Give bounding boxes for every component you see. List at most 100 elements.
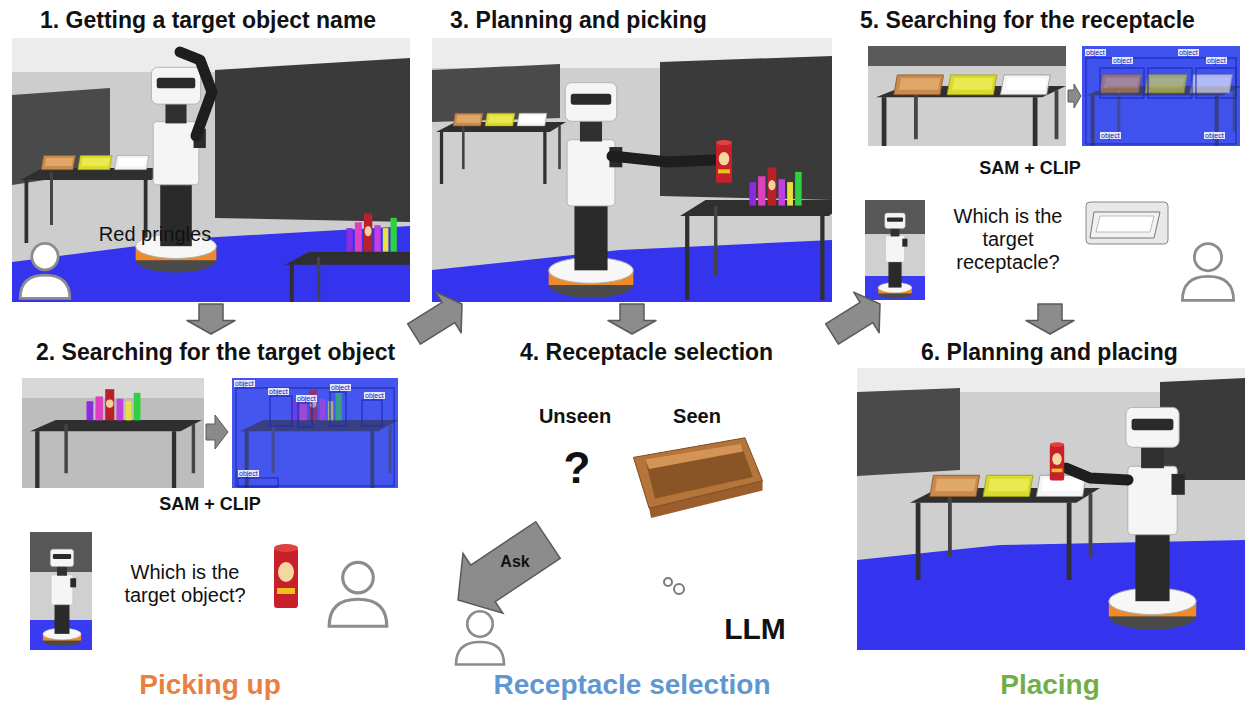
illustration-part	[215, 58, 410, 222]
illustration-part	[1086, 202, 1168, 244]
illustration-part	[274, 544, 298, 608]
flow-arrow	[408, 292, 462, 344]
illustration-part	[1148, 68, 1192, 98]
text-slot: SAM + CLIP	[970, 158, 1090, 180]
illustration-part	[664, 578, 672, 586]
illustration-part	[87, 389, 141, 420]
bubble-text: Which is the target receptacle?	[943, 205, 1073, 274]
step-panel: 6. Planning and placing	[852, 334, 1248, 656]
text-slot: Which is the target receptacle?	[933, 198, 1083, 281]
text-slot: Ask	[500, 552, 529, 571]
text-slot: 4. Receptacle selection	[520, 340, 820, 365]
step-heading: 3. Planning and picking	[450, 8, 820, 33]
text-slot: SAM + CLIP	[150, 494, 270, 516]
flow-arrow	[187, 304, 235, 334]
illustration-part	[749, 167, 801, 205]
illustration-part	[270, 396, 292, 426]
scene-searching-receptacle	[865, 46, 1242, 300]
text-slot: object	[1206, 57, 1227, 64]
illustration-part	[291, 389, 341, 420]
detection-label: object	[234, 380, 255, 387]
region-label: Placing	[900, 668, 1200, 702]
bubble-text: Red pringles	[99, 223, 211, 246]
node-outline	[425, 325, 840, 711]
illustration-part	[41, 156, 149, 170]
scene-placing	[857, 368, 1245, 650]
illustration-part	[346, 213, 396, 251]
illustration-part	[857, 368, 1245, 650]
detection-label: object	[1112, 57, 1133, 64]
detection-label: object	[238, 470, 259, 477]
text-slot: ?	[545, 436, 609, 500]
illustration-part	[30, 532, 92, 650]
question-circle: ?	[545, 436, 609, 500]
illustration-part	[206, 415, 228, 449]
text-slot: 3. Planning and picking	[450, 8, 820, 33]
text-slot: Receptacle selection	[482, 668, 782, 702]
scene-picking	[432, 38, 850, 302]
detection-label: object	[364, 392, 385, 399]
illustration-part	[22, 378, 204, 488]
bubble-text: Which is the target object?	[115, 561, 255, 607]
illustration-part	[20, 243, 70, 298]
illustration-part	[868, 46, 1066, 66]
text-slot: object	[268, 388, 289, 395]
illustration-part	[12, 38, 410, 302]
llm-brain: LLM	[688, 592, 822, 664]
illustration-part	[453, 113, 547, 126]
detection-label: object	[1085, 49, 1106, 56]
illustration-part	[857, 388, 960, 476]
step-heading: 2. Searching for the target object	[36, 340, 406, 365]
illustration-part	[894, 75, 1050, 95]
illustration-part	[298, 403, 312, 427]
illustration-part	[1082, 46, 1240, 146]
speech-bubble: Red pringles	[72, 212, 238, 256]
illustration-part	[456, 611, 504, 664]
illustration-part	[680, 200, 832, 300]
stage-region: Placing 5. Searching for the receptacleSA…	[845, 0, 1253, 711]
text-slot: object	[1085, 49, 1106, 56]
illustration-part	[232, 378, 398, 488]
method-label: SAM + CLIP	[970, 158, 1090, 180]
illustration-part	[432, 38, 832, 302]
illustration-part	[94, 548, 265, 620]
text-slot: object	[234, 380, 255, 387]
illustration-part	[12, 370, 406, 532]
text-slot: object	[238, 470, 259, 477]
illustration-part	[547, 438, 607, 498]
flow-arrow	[1026, 304, 1074, 334]
text-slot: object	[1112, 57, 1133, 64]
step-heading: 1. Getting a target object name	[40, 8, 410, 33]
stage-region: Receptacle selection 4. Receptacle select…	[425, 325, 840, 711]
illustration-part	[432, 38, 832, 302]
text-slot: Seen	[647, 404, 747, 428]
illustration-part	[238, 478, 278, 487]
arrow-label: Ask	[500, 552, 529, 571]
cloud-text: Seen	[647, 404, 747, 428]
illustration-part	[845, 0, 1253, 711]
speech-bubble: Which is the target object?	[105, 548, 265, 620]
detection-label: object	[296, 395, 317, 402]
text-slot: LLM	[688, 592, 822, 664]
illustration-part	[1196, 68, 1236, 98]
cloud-text: Unseen	[525, 404, 625, 428]
illustration-part	[1066, 468, 1128, 480]
text-slot: object	[1100, 132, 1121, 139]
detection-label: object	[1100, 132, 1121, 139]
flow-arrow	[608, 304, 656, 334]
text-slot: Red pringles	[72, 212, 238, 256]
text-slot: 1. Getting a target object name	[40, 8, 410, 33]
illustration-part	[1068, 84, 1081, 108]
illustration-part	[865, 200, 925, 300]
illustration-part	[1100, 68, 1144, 98]
illustration-part	[30, 420, 202, 488]
node-outline	[445, 366, 815, 578]
text-slot: 5. Searching for the receptacle	[860, 8, 1246, 33]
illustration-part	[660, 56, 832, 200]
text-slot: Which is the target object?	[105, 548, 265, 620]
illustration-part	[458, 522, 560, 614]
illustration-part	[612, 156, 714, 162]
illustration-part	[236, 388, 394, 486]
illustration-part	[43, 549, 81, 646]
callout-bubble: SAM + CLIP	[12, 370, 406, 522]
